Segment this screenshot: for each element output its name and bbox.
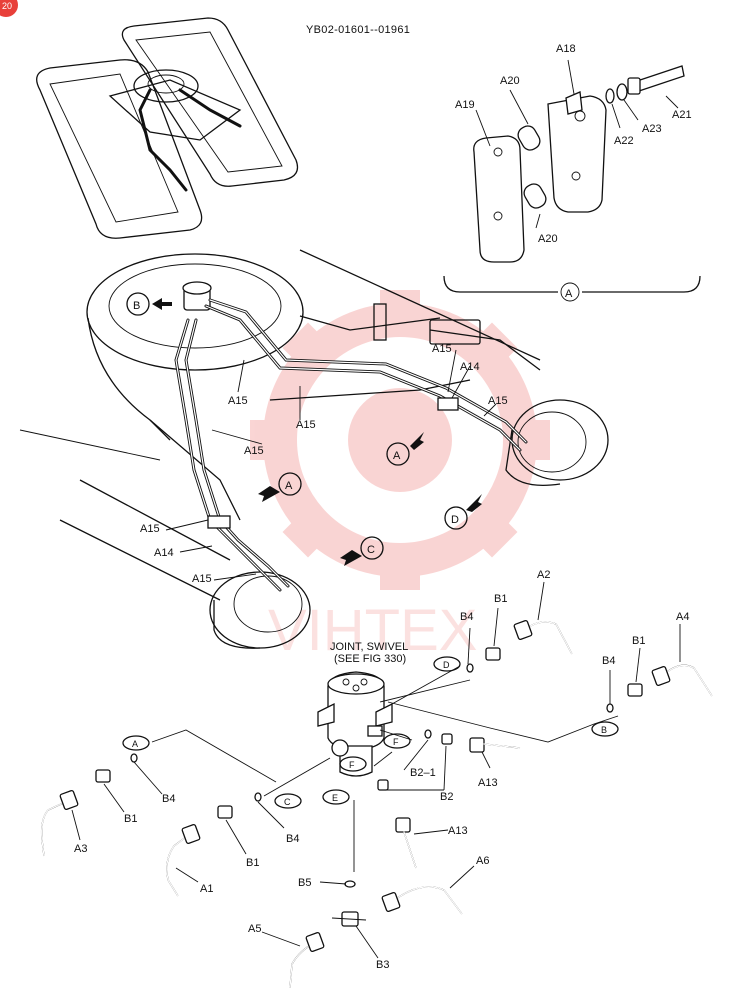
port-f-1-text: F (393, 737, 399, 747)
label-b1-1: B1 (494, 593, 507, 605)
label-a23: A23 (642, 123, 662, 135)
label-a4: A4 (676, 611, 689, 623)
callout-c: C (340, 536, 384, 566)
callout-d-text: D (451, 514, 459, 526)
label-a14-2: A14 (460, 361, 480, 373)
serial-range-header: YB02-01601--01961 (306, 24, 410, 36)
label-a19: A19 (455, 99, 475, 111)
label-a13-2: A13 (448, 825, 468, 837)
callout-c-text: C (367, 544, 375, 556)
label-b2-1: B2–1 (410, 767, 436, 779)
port-a: A (122, 735, 150, 751)
label-a15-4: A15 (140, 523, 160, 535)
callout-a-right-text: A (393, 450, 401, 462)
label-a22: A22 (614, 135, 634, 147)
label-b4-3: B4 (162, 793, 175, 805)
port-f-2-text: F (349, 760, 355, 770)
label-a15-6: A15 (432, 343, 452, 355)
port-e: E (322, 789, 350, 805)
port-f-1: F (383, 733, 411, 749)
watermark-gear-icon (250, 290, 550, 590)
callout-d: D (444, 494, 482, 530)
port-f-2: F (339, 756, 367, 772)
callout-b: B (126, 292, 172, 316)
label-a20-top: A20 (500, 75, 520, 87)
label-a18: A18 (556, 43, 576, 55)
label-a15-3: A15 (296, 419, 316, 431)
port-a-text: A (132, 739, 138, 749)
port-b-text: B (601, 725, 607, 735)
port-b: B (591, 721, 619, 737)
label-b1-4: B1 (246, 857, 259, 869)
excavator-overview (36, 17, 299, 239)
label-a13-1: A13 (478, 777, 498, 789)
label-b3: B3 (376, 959, 389, 971)
label-b4-1: B4 (460, 611, 473, 623)
label-a3: A3 (74, 843, 87, 855)
callout-b-text: B (133, 300, 140, 312)
corner-badge: 20 (0, 0, 18, 17)
label-b4-4: B4 (286, 833, 299, 845)
label-a21: A21 (672, 109, 692, 121)
label-a15-7: A15 (488, 395, 508, 407)
undercarriage-main-view (19, 249, 609, 649)
label-a2: A2 (537, 569, 550, 581)
detail-a-title: A (565, 288, 573, 300)
label-a14-1: A14 (154, 547, 174, 559)
label-a20-bottom: A20 (538, 233, 558, 245)
label-a1: A1 (200, 883, 213, 895)
port-c-text: C (284, 797, 291, 807)
label-b1-3: B1 (124, 813, 137, 825)
corner-badge-text: 20 (2, 1, 12, 11)
port-c: C (274, 793, 302, 809)
label-a15-5: A15 (192, 573, 212, 585)
detail-a-bracket: A (443, 59, 701, 302)
label-a6: A6 (476, 855, 489, 867)
fittings (95, 647, 643, 927)
part-leaders (71, 581, 681, 959)
swivel-label-line2: (SEE FIG 330) (334, 653, 406, 665)
callout-a-left-text: A (285, 480, 293, 492)
label-b4-2: B4 (602, 655, 615, 667)
port-d: D (433, 656, 461, 672)
callout-a-left: A (258, 472, 302, 502)
port-lines (151, 665, 619, 872)
port-e-text: E (332, 793, 338, 803)
port-d-text: D (443, 660, 450, 670)
swivel-joint (317, 671, 471, 777)
callout-a-right: A (386, 432, 424, 466)
swivel-label-line1: JOINT, SWIVEL (330, 641, 408, 653)
label-a15-1: A15 (228, 395, 248, 407)
hose-elbows (40, 620, 713, 989)
label-b1-2: B1 (632, 635, 645, 647)
label-b2: B2 (440, 791, 453, 803)
label-a15-2: A15 (244, 445, 264, 457)
label-b5: B5 (298, 877, 311, 889)
label-a5: A5 (248, 923, 261, 935)
